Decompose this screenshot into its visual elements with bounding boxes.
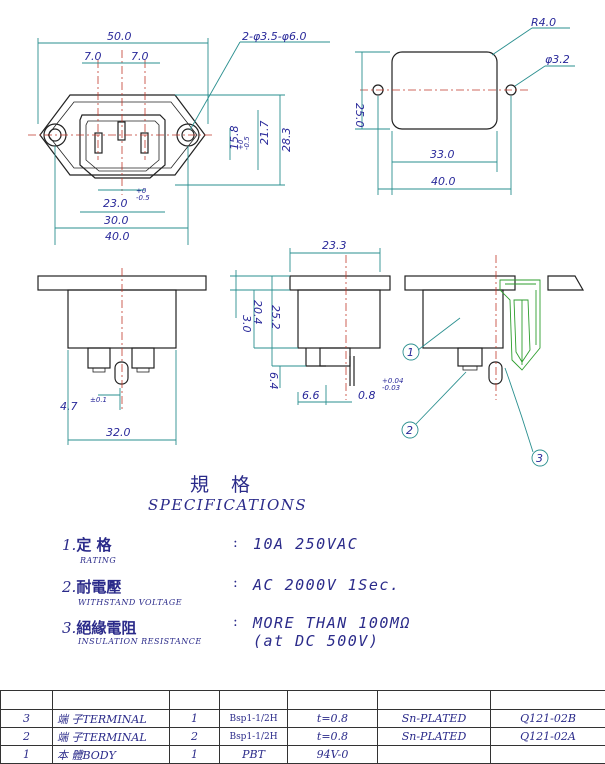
dim-30: 30.0 (104, 214, 129, 227)
spec-item-insulation: 3.絕緣電阻 (62, 617, 136, 638)
bom-cell (1, 691, 53, 710)
bom-thickness: t=0.8 (288, 710, 378, 728)
dim-32: 32.0 (106, 426, 131, 439)
spec-value-insulation-2: (at DC 500V) (253, 632, 379, 650)
callout-3: 3 (536, 452, 543, 465)
dim-4-7: 4.7 (60, 400, 78, 413)
spec-item-rating: 1.定 格 (62, 534, 112, 555)
bom-no: 2 (1, 728, 53, 746)
dim-0-8: 0.8 (358, 389, 376, 402)
dim-33: 33.0 (430, 148, 455, 161)
bom-thickness: t=0.8 (288, 728, 378, 746)
dim-hole-note: 2-φ3.5-φ6.0 (242, 30, 306, 43)
dim-6-6: 6.6 (302, 389, 320, 402)
bom-row: 3 端 子TERMINAL 1 Bsp1-1/2H t=0.8 Sn-PLATE… (1, 710, 605, 728)
dim-20-4: 20.4 (251, 300, 264, 325)
bom-part (491, 746, 605, 764)
spec-colon: : (233, 614, 238, 630)
bom-cell (53, 691, 170, 710)
dim-23-3: 23.3 (322, 239, 347, 252)
spec-colon: : (233, 535, 238, 551)
bom-row: 1 本 體BODY 1 PBT 94V-0 (1, 746, 605, 764)
spec-label: 絕緣電阻 (76, 619, 136, 637)
dim-50: 50.0 (107, 30, 132, 43)
dim-phi3-2: φ3.2 (545, 53, 570, 66)
dim-4-7-tol: ±0.1 (90, 396, 107, 404)
bom-material: Bsp1-1/2H (220, 710, 288, 728)
bom-qty: 1 (170, 746, 220, 764)
spec-item-withstand: 2.耐電壓 (62, 576, 121, 597)
bom-material: Bsp1-1/2H (220, 728, 288, 746)
dim-7-right: 7.0 (131, 50, 149, 63)
dim-15-8-tol-minus: -0.5 (243, 136, 251, 150)
bom-material: PBT (220, 746, 288, 764)
dim-23: 23.0 (103, 197, 128, 210)
bom-name: 端 子TERMINAL (53, 728, 170, 746)
bom-cell (378, 691, 491, 710)
spec-value-rating: 10A 250VAC (253, 535, 358, 553)
spec-title-en: SPECIFICATIONS (148, 496, 307, 514)
dim-r4: R4.0 (531, 16, 556, 29)
spec-title-cn: 規 格 (190, 470, 258, 497)
bom-no: 1 (1, 746, 53, 764)
bom-finish: Sn-PLATED (378, 710, 491, 728)
spec-label: 定 格 (76, 536, 111, 554)
bom-qty: 2 (170, 728, 220, 746)
dim-6-4: 6.4 (267, 372, 280, 390)
spec-value-withstand: AC 2000V 1Sec. (253, 576, 400, 594)
bom-name: 本 體BODY (53, 746, 170, 764)
dim-40: 40.0 (105, 230, 130, 243)
bom-thickness: 94V-0 (288, 746, 378, 764)
bom-table: 3 端 子TERMINAL 1 Bsp1-1/2H t=0.8 Sn-PLATE… (0, 690, 605, 764)
bom-cell (288, 691, 378, 710)
bom-cell (491, 691, 605, 710)
bom-cell (170, 691, 220, 710)
spec-num: 2. (62, 578, 76, 596)
dim-0-8-tol-minus: -0.03 (382, 384, 400, 392)
callout-1: 1 (407, 346, 414, 359)
bom-row: 2 端 子TERMINAL 2 Bsp1-1/2H t=0.8 Sn-PLATE… (1, 728, 605, 746)
spec-sub-insulation: INSULATION RESISTANCE (78, 637, 202, 646)
spec-sub-rating: RATING (80, 556, 116, 565)
bom-part: Q121-02A (491, 728, 605, 746)
bom-finish: Sn-PLATED (378, 728, 491, 746)
bom-cell (220, 691, 288, 710)
dim-7-left: 7.0 (84, 50, 102, 63)
side-view-middle: 23.3 3.0 20.4 25.2 6.4 6.6 0.8 +0.04 -0.… (230, 239, 403, 405)
dim-21-7: 21.7 (258, 121, 271, 146)
dim-25-2: 25.2 (269, 305, 282, 330)
spec-value-insulation: MORE THAN 100MΩ (253, 614, 411, 632)
bom-finish (378, 746, 491, 764)
dim-cut-40: 40.0 (431, 175, 456, 188)
panel-cutout-view: R4.0 φ3.2 25.0 33.0 40.0 (353, 16, 575, 195)
bom-no: 3 (1, 710, 53, 728)
dim-23-tol-minus: -0.5 (136, 194, 150, 202)
bom-part: Q121-02B (491, 710, 605, 728)
bom-qty: 1 (170, 710, 220, 728)
side-view-left: 4.7 ±0.1 32.0 (38, 268, 206, 445)
bom-name: 端 子TERMINAL (53, 710, 170, 728)
bom-header-row (1, 691, 605, 710)
dim-25: 25.0 (353, 103, 366, 128)
spec-num: 3. (62, 619, 76, 637)
spec-num: 1. (62, 536, 76, 554)
dim-28-3: 28.3 (280, 128, 293, 153)
spec-label: 耐電壓 (76, 578, 121, 596)
front-view: 50.0 7.0 7.0 2-φ3.5-φ6.0 15.8 +0 -0.5 21… (28, 30, 330, 245)
callout-2: 2 (406, 424, 413, 437)
cross-section-view: 1 2 3 (402, 255, 583, 466)
spec-sub-withstand: WITHSTAND VOLTAGE (78, 598, 182, 607)
spec-colon: : (233, 575, 238, 591)
